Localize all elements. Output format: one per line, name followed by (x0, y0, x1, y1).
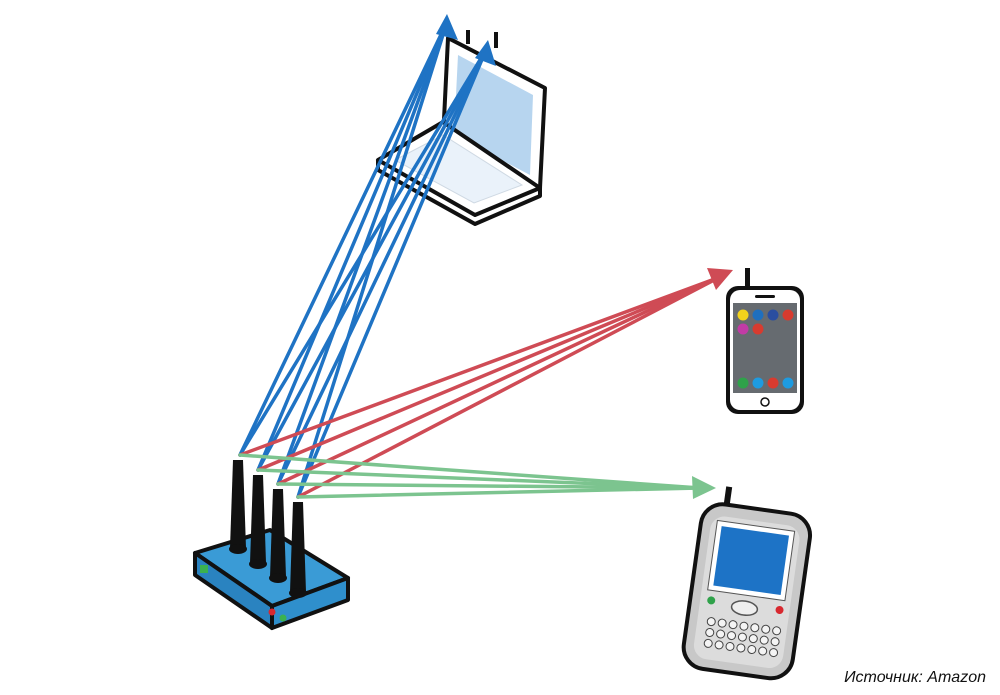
source-caption: Источник: Amazon (844, 669, 986, 686)
app-icon (752, 323, 764, 335)
arrowhead-laptop (475, 40, 496, 66)
smartphone-apps (737, 309, 794, 389)
pda-call-button (707, 596, 716, 605)
laptop-keyboard (393, 134, 524, 204)
beams-to-pda (238, 453, 702, 499)
beams-to-smartphone (238, 275, 722, 499)
arrowhead-pda (692, 476, 716, 499)
smartphone-antenna (745, 268, 750, 288)
pda-end-button (775, 606, 784, 615)
wifi-router (193, 460, 350, 630)
smartphone-home-button (760, 397, 770, 407)
smartphone (726, 268, 804, 414)
app-icon (767, 309, 779, 321)
arrowhead-smartphone (707, 268, 733, 290)
router-power-light (268, 608, 276, 616)
smartphone-earpiece (755, 295, 775, 298)
app-icon (782, 377, 794, 389)
arrowhead-laptop (436, 14, 458, 40)
pda-screen (713, 526, 790, 596)
laptop-antenna (494, 32, 498, 48)
app-icon (767, 377, 779, 389)
app-icon (752, 377, 764, 389)
router-side (270, 576, 350, 630)
app-icon (752, 309, 764, 321)
router-link-light (279, 614, 287, 622)
router-status-light (200, 565, 208, 573)
router-antennas (229, 460, 307, 598)
beams-to-laptop (238, 20, 488, 499)
laptop-antenna (466, 30, 470, 44)
app-icon (782, 309, 794, 321)
pda-keyboard (703, 617, 782, 658)
pda-phone (681, 486, 813, 681)
pda-nav-button (730, 600, 759, 617)
app-icon (737, 309, 749, 321)
app-icon (737, 377, 749, 389)
app-icon (737, 323, 749, 335)
